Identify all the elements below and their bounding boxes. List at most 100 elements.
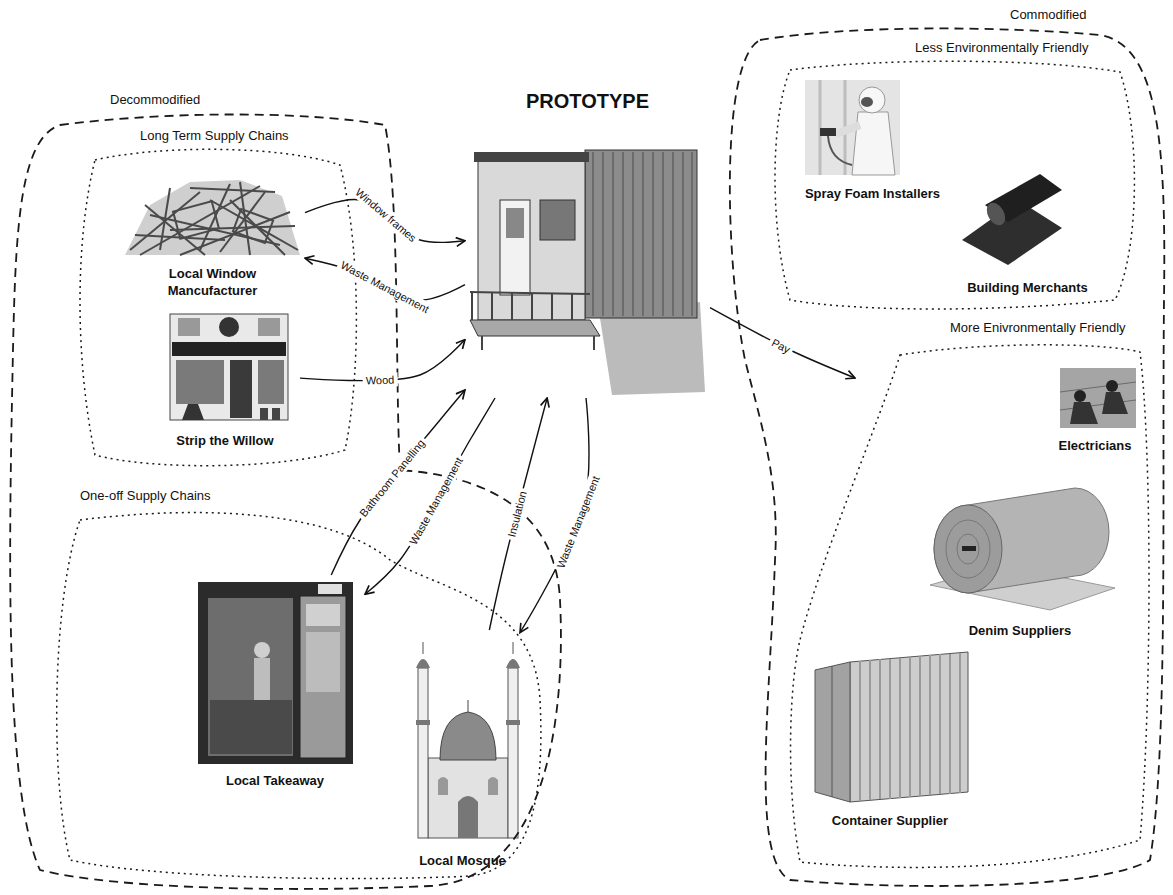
- electricians-photo-part: [1074, 390, 1086, 402]
- prototype-photo-part-part: [491, 292, 493, 320]
- shipping-container-photo-part-part: [939, 654, 941, 794]
- spray-foam-photo-part: [805, 80, 900, 175]
- shipping-container-photo-part-part: [919, 656, 921, 796]
- edge-label: Pay: [767, 334, 796, 358]
- actor-node: Local Window Mancufacturer: [120, 168, 305, 300]
- spray-foam-photo-part: [859, 87, 885, 113]
- shop-front-photo-part: [219, 317, 239, 337]
- actor-node: Building Merchants: [955, 172, 1100, 297]
- edge-label-holder: Pay: [767, 334, 796, 358]
- window-frame-pile-part-part: [233, 209, 273, 243]
- flow-arrow: [305, 200, 465, 243]
- denim-insulation-photo: [930, 488, 1115, 610]
- takeaway-photo: [198, 582, 353, 764]
- actor-node: Local Takeaway: [185, 575, 365, 790]
- mosque-photo-part: [468, 700, 469, 712]
- prototype-photo-part: [540, 200, 575, 240]
- takeaway-photo-part: [254, 658, 270, 703]
- region-outline: [775, 318, 1155, 873]
- takeaway-photo-part: [306, 604, 340, 626]
- edge-label-holder: Waste Management: [336, 257, 434, 318]
- edge-label-holder: Insulation: [503, 486, 530, 541]
- shop-front-photo-part: [230, 360, 252, 418]
- prototype-photo-part-part: [662, 152, 664, 316]
- shipping-container-photo-part-part: [899, 658, 901, 798]
- edge-label: Bathroom Panelling: [354, 434, 429, 522]
- actor-node: Denim Suppliers: [915, 480, 1125, 640]
- edge-label-holder: Bathroom Panelling: [354, 434, 429, 522]
- shop-front-photo-part: [176, 360, 224, 404]
- flow-arrow: [710, 308, 855, 378]
- flow-arrow: [520, 398, 589, 633]
- window-frame-pile-part-part: [173, 201, 219, 238]
- edge-label: Waste Management: [336, 257, 434, 318]
- region-area: CommodifiedLess Environmentally Friendly…: [715, 5, 1168, 892]
- window-frame-pile-part: [130, 182, 298, 255]
- prototype-photo-part-part: [672, 152, 674, 316]
- takeaway-photo-part: [254, 642, 270, 658]
- node-label: Electricians: [1059, 438, 1132, 455]
- region-boundary: [730, 28, 1164, 886]
- prototype-photo-part-part: [602, 152, 604, 316]
- denim-insulation-photo-part: [957, 534, 979, 564]
- shop-front-photo: [170, 314, 288, 420]
- mosque-photo-part: [508, 668, 518, 838]
- shop-front-photo-part: [258, 360, 284, 404]
- mosque-photo-part: [506, 720, 520, 725]
- prototype-photo-part-part: [691, 152, 693, 316]
- prototype-photo-part-part: [632, 152, 634, 316]
- mosque-photo-part: [440, 712, 496, 760]
- prototype-node: PROTOTYPE: [465, 88, 710, 398]
- shop-front-photo-part: [272, 408, 280, 420]
- prototype-photo-part-part: [642, 152, 644, 316]
- electricians-photo-part: [1070, 402, 1098, 424]
- spray-foam-photo: [805, 80, 900, 175]
- node-label: Local Mosque: [419, 853, 506, 870]
- edge-label-holder: Window frames: [350, 184, 421, 248]
- actor-node: Strip the Willow: [150, 310, 300, 450]
- prototype-photo-part-part: [592, 152, 594, 316]
- region-area: One-off Supply ChainsLocal TakeawayLocal…: [50, 486, 540, 880]
- window-frame-pile-part-part: [145, 205, 205, 255]
- electricians-photo-part: [1102, 392, 1128, 414]
- node-label: Strip the Willow: [176, 433, 273, 450]
- region-area: Long Term Supply ChainsLocal Window Manc…: [70, 126, 360, 473]
- region-outline: [765, 38, 1150, 310]
- takeaway-photo-part: [210, 700, 292, 754]
- shipping-container-photo: [815, 652, 968, 802]
- shipping-container-photo-part-part: [869, 660, 871, 800]
- mosque-photo-part: [416, 720, 430, 725]
- region-area: Less Environmentally FriendlySpray Foam …: [765, 38, 1150, 310]
- edge-label-holder: Waste Management: [552, 471, 603, 573]
- prototype-photo-part-part: [622, 152, 624, 316]
- shipping-container-photo-part: [832, 666, 833, 797]
- actor-node: Electricians: [1050, 365, 1140, 455]
- spray-foam-photo-part: [861, 97, 873, 107]
- node-label: Spray Foam Installers: [805, 186, 940, 203]
- edge-label-holder: Waste Management: [405, 452, 468, 550]
- shipping-container-photo-part-part: [889, 659, 891, 799]
- shipping-container-photo-part: [860, 653, 960, 801]
- mosque-photo-part: [416, 659, 430, 668]
- takeaway-photo-part: [198, 582, 353, 764]
- shipping-container-photo-part-part: [879, 659, 881, 799]
- prototype-photo-part-part: [551, 293, 553, 320]
- actor-node: Spray Foam Installers: [800, 78, 945, 203]
- region-boundary: [775, 61, 1134, 309]
- region-boundary: [80, 149, 356, 465]
- flow-arrow: [300, 340, 465, 381]
- region-heading: Less Environmentally Friendly: [915, 40, 1088, 56]
- shop-front-photo-part: [170, 314, 288, 420]
- denim-insulation-photo-part: [962, 546, 976, 551]
- mosque-photo-part: [506, 659, 520, 668]
- mosque-photo-part: [438, 777, 448, 795]
- shipping-container-photo-part-part: [929, 655, 931, 795]
- prototype-photo-part: [470, 320, 600, 336]
- takeaway-photo-part: [318, 584, 342, 594]
- prototype-photo-part-part: [682, 152, 684, 316]
- actor-node: Container Supplier: [800, 655, 980, 830]
- takeaway-photo-part: [300, 596, 346, 758]
- shop-front-photo-part: [178, 318, 200, 336]
